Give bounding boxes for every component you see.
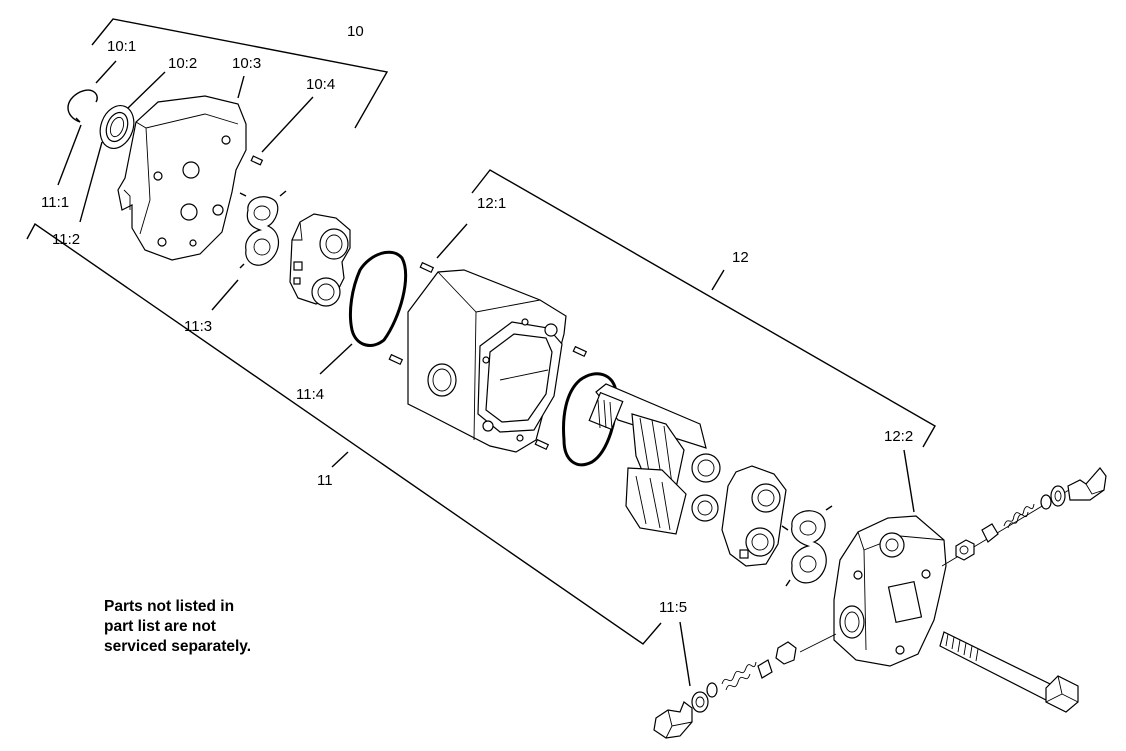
label-12-2: 12:2 [884,428,913,445]
o-ring-11-4 [348,250,408,347]
label-12-1: 12:1 [477,195,506,212]
parts-note: Parts not listed in part list are not se… [104,597,251,657]
callout-labels: 10 10:1 10:2 10:3 10:4 11:1 11:2 11:3 11… [41,23,913,616]
parts-note-line-2: part list are not [104,618,216,635]
wear-plate-seal-11-3 [239,190,287,269]
label-10: 10 [347,23,364,40]
shaft-seal-10-2 [99,105,135,149]
o-ring-rear [562,372,618,467]
parts-note-line-3: serviced separately. [104,638,252,655]
label-10-2: 10:2 [168,55,197,72]
label-10-1: 10:1 [107,38,136,55]
label-11-2: 11:2 [52,231,80,248]
front-cover-10-3 [117,95,247,261]
label-11-4: 11:4 [296,386,324,403]
bracket-10 [91,18,389,129]
label-11: 11 [317,472,333,489]
pump-body [407,269,567,453]
label-11-5: 11:5 [659,599,687,616]
drive-gear-shaft [588,383,721,535]
label-10-3: 10:3 [232,55,261,72]
label-12: 12 [732,249,749,266]
bushing-block-rear [721,465,787,567]
label-11-1: 11:1 [41,194,69,211]
long-bolt [939,631,1079,713]
bracket-12 [471,169,936,448]
wear-plate-seal-rear [781,505,833,587]
label-10-4: 10:4 [306,76,335,93]
rear-cover-12-2 [799,486,1075,667]
relief-valve-lower-11-5 [653,641,797,739]
bushing-block-front [289,213,351,307]
dowel-pin-12-1 [388,261,588,451]
leader-lines [57,60,915,687]
retaining-ring-10-1 [67,89,98,123]
relief-valve-upper [955,467,1107,561]
parts-note-line-1: Parts not listed in [104,598,235,615]
dowel-pin-10-4 [250,155,264,166]
label-11-3: 11:3 [184,318,212,335]
bracket-11 [26,222,662,645]
